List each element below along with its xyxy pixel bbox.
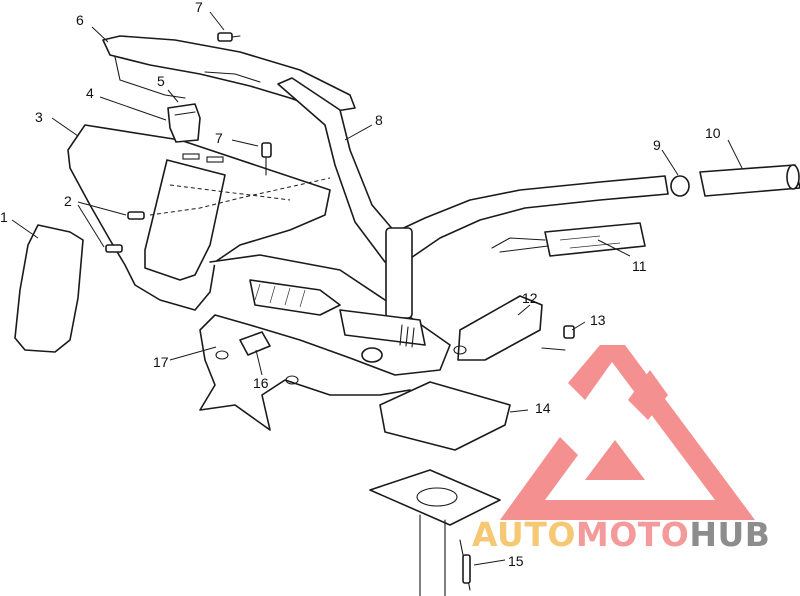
- brand-moto: MOTO: [576, 515, 689, 554]
- callout-7-middle: 7: [215, 130, 223, 146]
- brand-hub: HUB: [689, 515, 770, 554]
- callout-3: 3: [35, 109, 43, 125]
- logo-triangle-mark: [500, 345, 755, 520]
- callout-16: 16: [253, 375, 269, 391]
- callout-8: 8: [375, 112, 383, 128]
- callout-12: 12: [522, 290, 538, 306]
- screw-top: [209, 11, 241, 42]
- callout-5: 5: [157, 73, 165, 89]
- front-fairing: [67, 124, 331, 311]
- leader-lines: [11, 26, 531, 316]
- callout-4: 4: [86, 85, 94, 101]
- callout-labels: 6 7 5 4 3 7 8 9 10 2 1 11 12 13 17 16 14…: [0, 0, 721, 569]
- callout-11: 11: [632, 258, 647, 274]
- side-panel: [14, 224, 84, 353]
- grips: [491, 139, 800, 257]
- switch-assembly: [99, 89, 201, 143]
- screw-middle: [231, 139, 272, 176]
- callout-15: 15: [508, 553, 524, 569]
- callout-9: 9: [653, 137, 661, 153]
- callout-7-top: 7: [195, 0, 203, 15]
- callout-10: 10: [705, 125, 721, 141]
- callout-2: 2: [64, 193, 72, 209]
- callout-1: 1: [0, 209, 8, 225]
- lower-frame: [199, 254, 451, 431]
- callout-6: 6: [76, 12, 84, 28]
- brand-auto: AUTO: [472, 515, 576, 554]
- callout-17: 17: [153, 354, 169, 370]
- watermark-logo: [500, 345, 755, 520]
- watermark-text: AUTOMOTOHUB: [472, 515, 770, 554]
- callout-13: 13: [590, 312, 606, 328]
- handlebar: [277, 77, 669, 363]
- steering-plate: [369, 469, 506, 596]
- callout-14: 14: [535, 400, 551, 416]
- fairing-screws: [77, 201, 145, 253]
- mount-hardware: [169, 331, 299, 385]
